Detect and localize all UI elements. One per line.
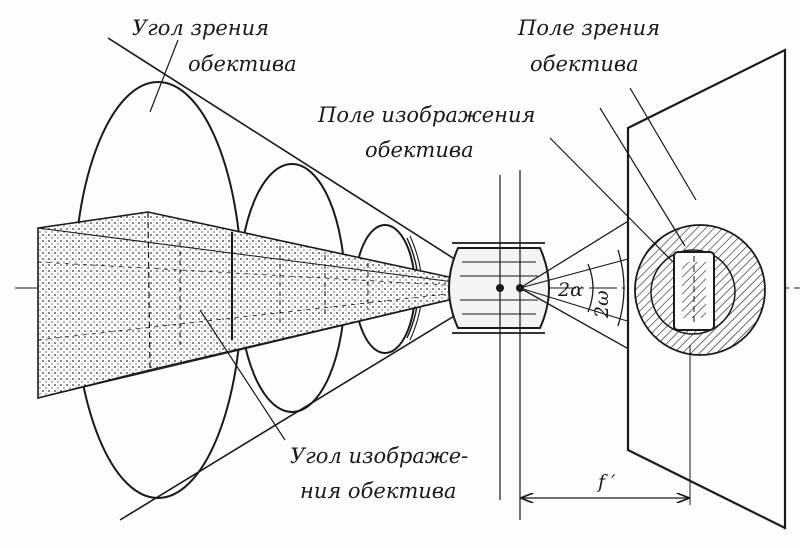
label-image-angle-1: Угол изображе- [290,444,468,468]
focal-distance-marker [522,345,691,505]
label-view-field-2: обектива [530,52,639,76]
label-view-angle-1: Угол зрения [132,16,269,40]
symbol-omega: 2ω [591,290,613,319]
symbol-focal: f ′ [596,471,616,493]
leader-lines [149,39,697,441]
screen-plane [626,48,787,530]
lens-barrel [448,170,550,520]
label-view-field-1: Поле зрения [517,16,660,40]
label-view-angle-2: обектива [188,52,297,76]
image-angle-pyramid [37,211,501,400]
label-image-field-2: обектива [365,138,474,162]
label-image-angle-2: ния обектива [300,479,457,503]
label-image-field-1: Поле изображения [317,103,535,127]
symbol-alpha: 2α [557,279,583,301]
